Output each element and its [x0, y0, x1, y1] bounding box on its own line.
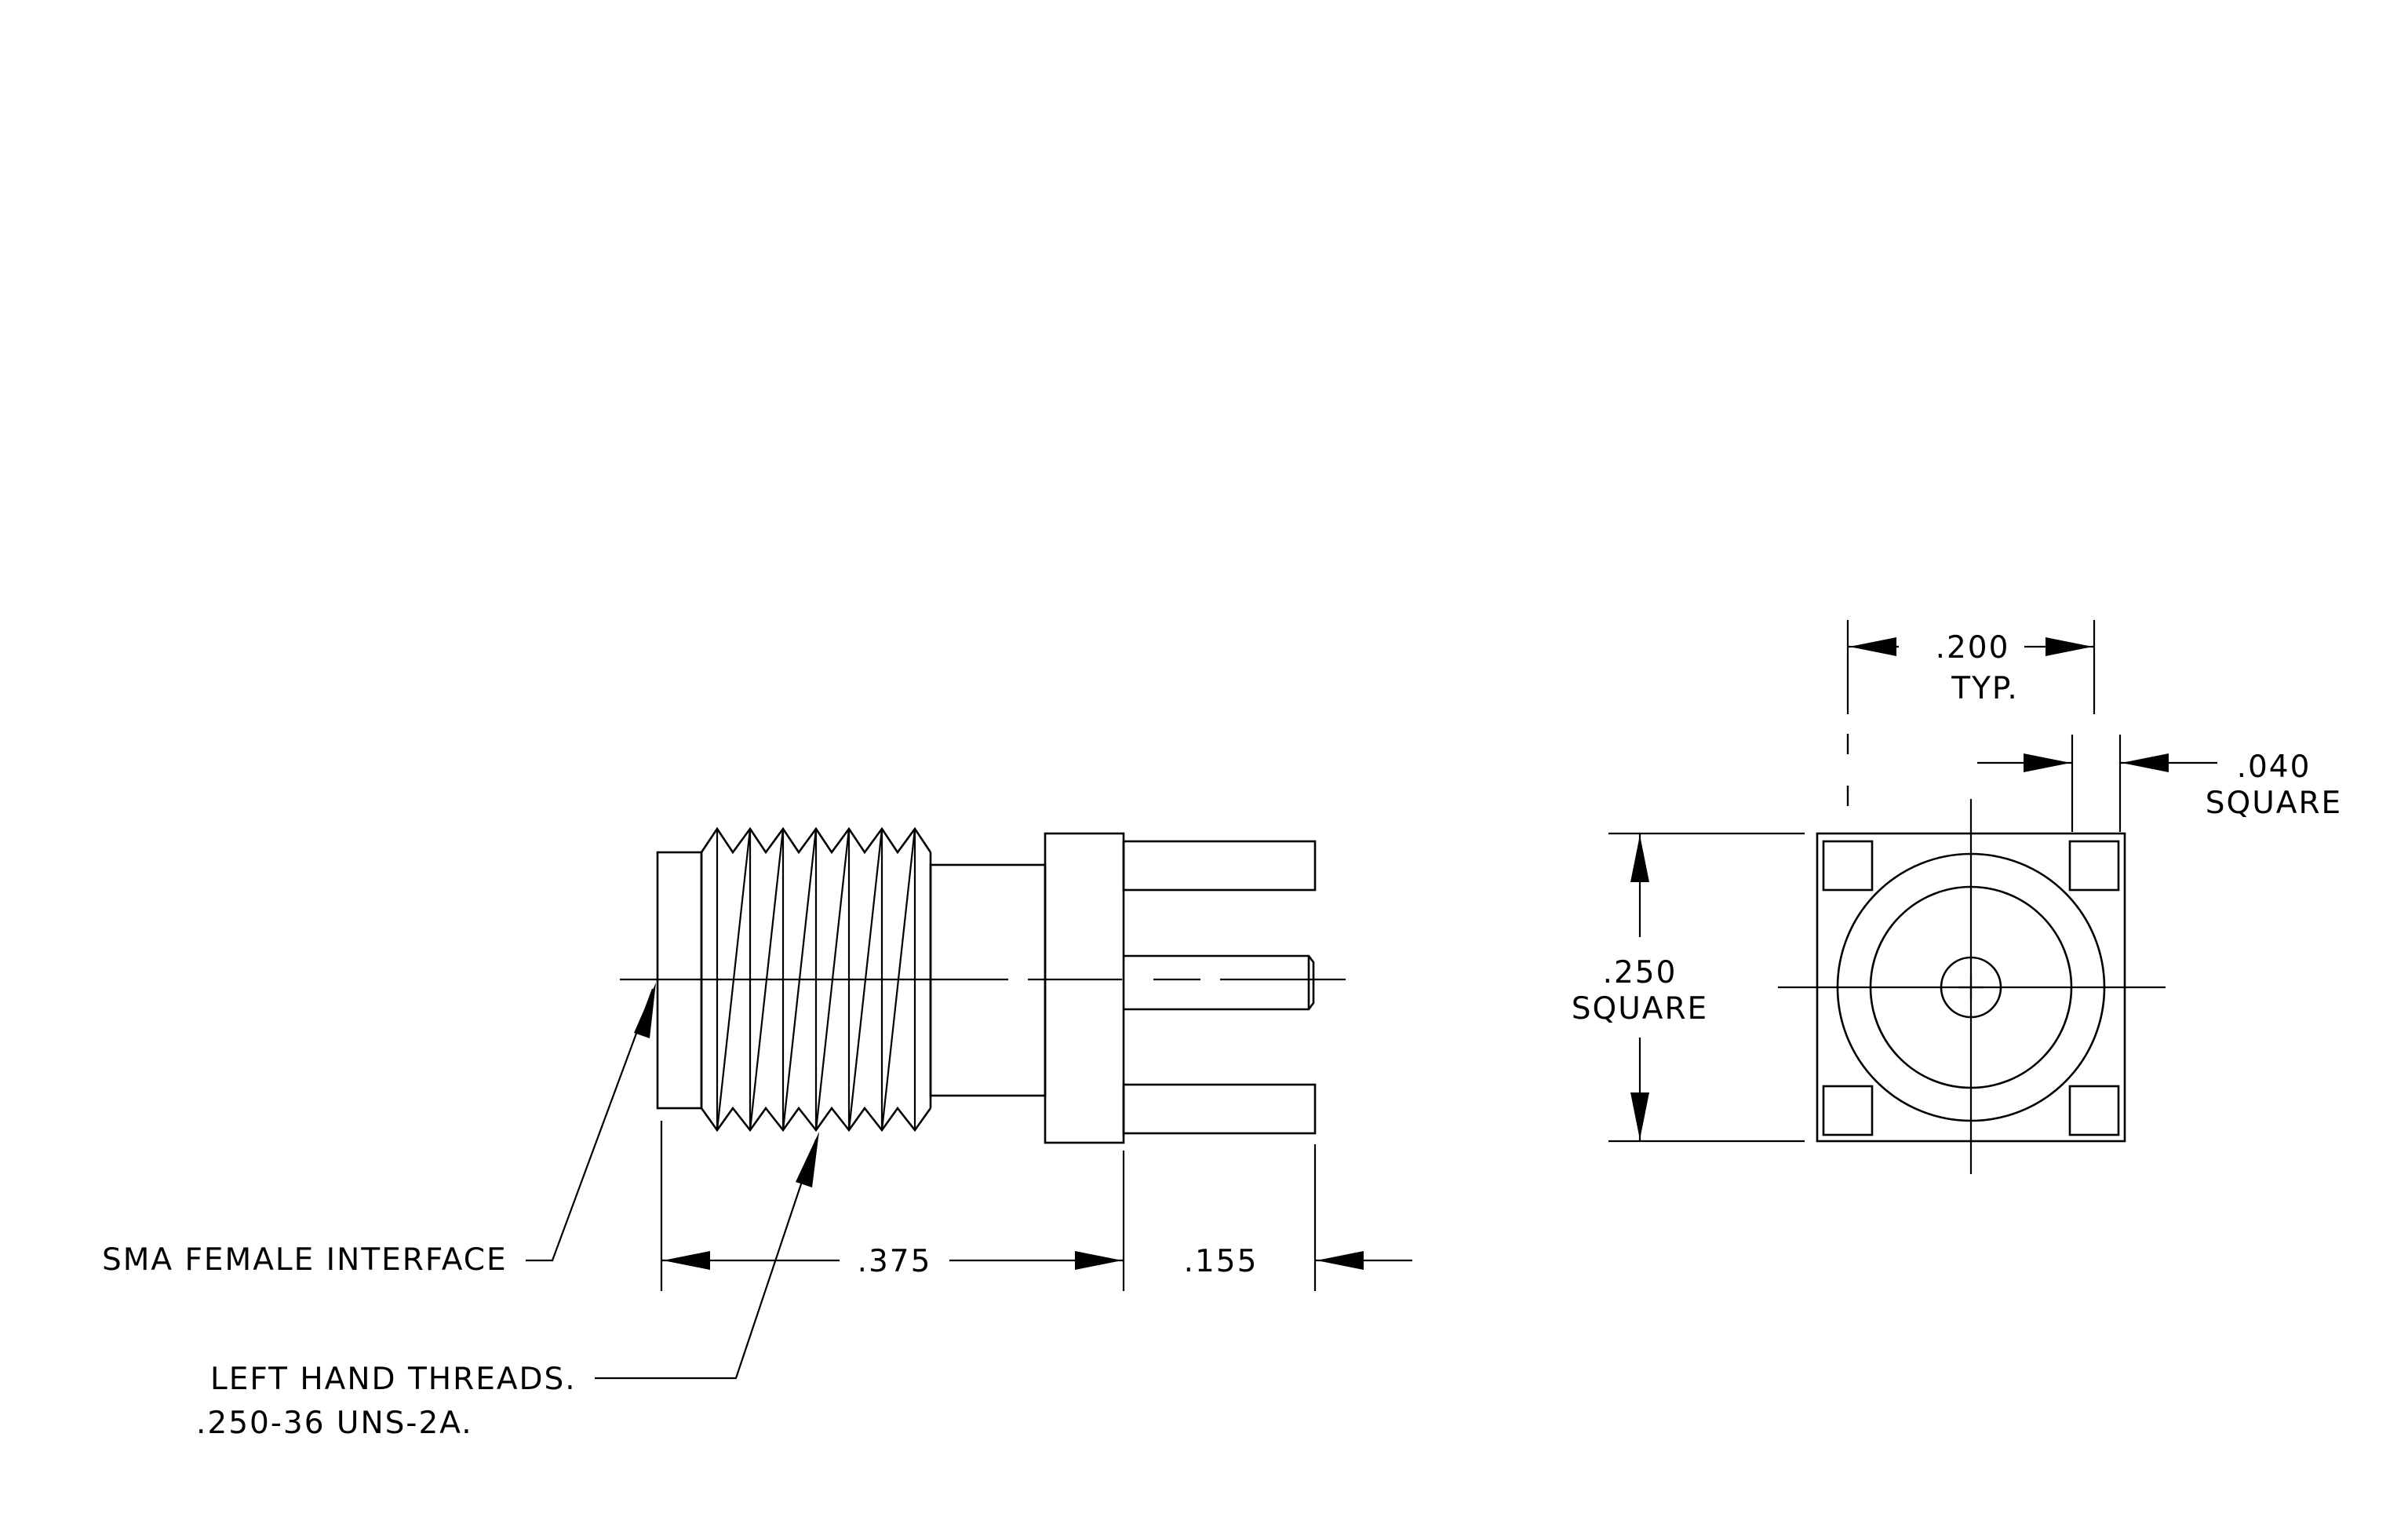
top-ground-pin	[1122, 840, 1317, 892]
pin-square-bottom-right	[2068, 1085, 2120, 1136]
leader-notes: SMA FEMALE INTERFACE LEFT HAND THREADS. …	[102, 983, 819, 1441]
side-view	[620, 826, 1346, 1144]
front-view	[1778, 799, 2166, 1174]
pin-square-bottom-left	[1822, 1085, 1874, 1136]
leader-arrowhead	[634, 983, 656, 1038]
leader-line-interface	[526, 988, 654, 1262]
arrowhead	[2122, 753, 2169, 772]
label-left-hand-threads: LEFT HAND THREADS.	[210, 1362, 577, 1397]
side-dimensions: .375 .155	[660, 1121, 1412, 1291]
label-thread-spec: .250-36 UNS-2A.	[196, 1406, 473, 1441]
arrowhead	[2024, 753, 2071, 772]
label-sma-female-interface: SMA FEMALE INTERFACE	[102, 1242, 508, 1278]
bottom-ground-pin	[1122, 1083, 1317, 1135]
flange	[1044, 832, 1125, 1144]
front-dimensions: .200 TYP. .040 SQUARE .250 SQUARE	[1572, 620, 2342, 1143]
pin-square-top-left	[1822, 840, 1874, 892]
arrowhead	[1317, 1251, 1364, 1270]
leader-arrowhead	[796, 1132, 819, 1187]
outer-circle	[1836, 852, 2106, 1122]
pin-square-top-right	[2068, 840, 2120, 892]
center-contact-circle	[1940, 956, 2002, 1019]
dim-note-flange-square: SQUARE	[1572, 991, 1708, 1027]
arrowhead	[2046, 637, 2093, 656]
dim-label-pin-size: .040	[2237, 750, 2311, 785]
dim-note-typ: TYP.	[1951, 671, 2019, 706]
dim-label-pin-spacing: .200	[1936, 630, 2010, 666]
arrowhead	[1849, 637, 1896, 656]
inner-circle	[1869, 885, 2073, 1089]
leader-line-threads	[595, 1139, 818, 1380]
arrowhead	[1630, 835, 1649, 882]
dim-note-pin-square: SQUARE	[2206, 786, 2342, 821]
arrowhead	[1630, 1092, 1649, 1140]
dim-label-body-length: .375	[858, 1244, 932, 1279]
arrowhead	[1075, 1251, 1122, 1270]
dim-label-flange-size: .250	[1603, 955, 1678, 990]
dim-label-pin-length: .155	[1184, 1244, 1259, 1279]
center-pin	[1124, 954, 1315, 1011]
arrowhead	[663, 1251, 710, 1270]
thread-lines	[716, 828, 916, 1131]
